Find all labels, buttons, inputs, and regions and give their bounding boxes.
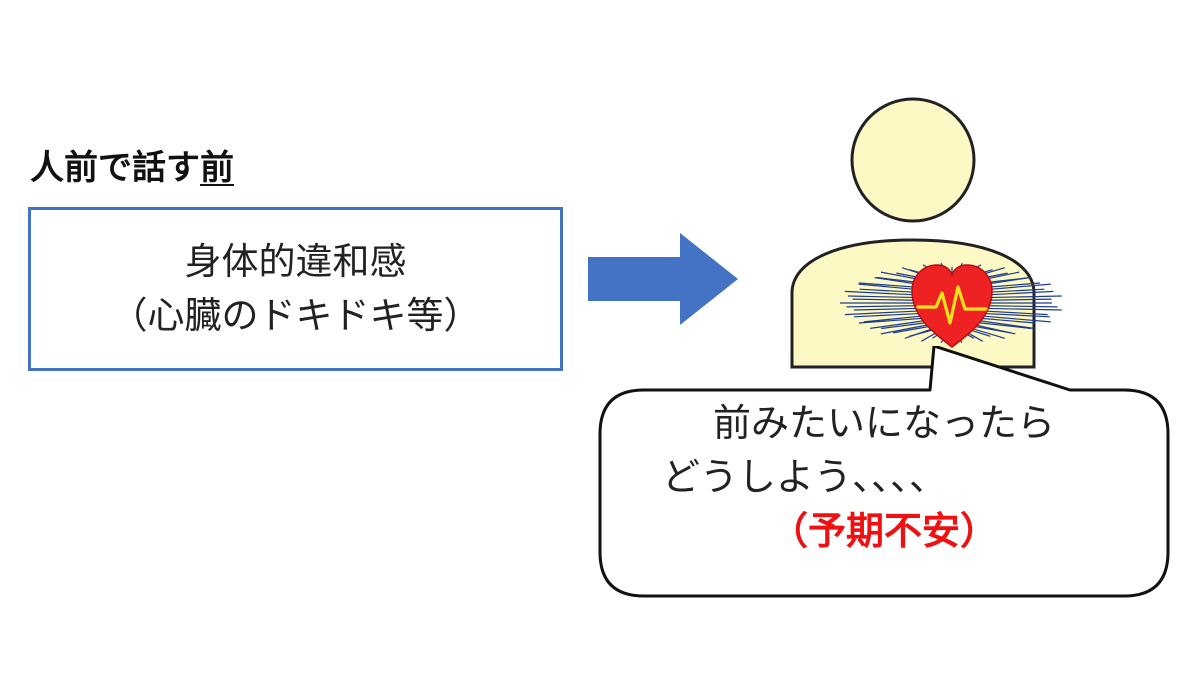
burst-line bbox=[844, 310, 924, 316]
burst-line bbox=[870, 319, 929, 329]
burst-line bbox=[844, 290, 924, 296]
symptom-box-line-2: （心臓のドキドキ等） bbox=[110, 294, 481, 337]
burst-line bbox=[847, 295, 923, 299]
burst-line bbox=[863, 315, 926, 323]
person-head bbox=[850, 97, 976, 223]
bubble-accent-line: （予期不安） bbox=[769, 509, 998, 553]
heartbeat-line bbox=[916, 285, 988, 325]
burst-line bbox=[854, 312, 925, 318]
burst-line bbox=[880, 323, 934, 335]
burst-line bbox=[976, 317, 1036, 324]
burst-line bbox=[978, 315, 1051, 323]
speech-bubble-text: 前みたいになったら どうしよう、、、、 （予期不安） bbox=[600, 396, 1168, 558]
burst-line bbox=[846, 305, 923, 308]
speech-bubble-outline bbox=[598, 346, 1170, 598]
burst-line bbox=[858, 317, 928, 324]
burst-line bbox=[981, 298, 1052, 301]
burst-line bbox=[979, 312, 1050, 318]
bubble-line-1: 前みたいになったら bbox=[712, 401, 1055, 445]
burst-line bbox=[853, 307, 923, 311]
symptom-box-line-1: 身体的違和感 bbox=[184, 240, 407, 283]
symptom-box: 身体的違和感 （心臓のドキドキ等） bbox=[28, 207, 563, 371]
burst-line bbox=[980, 310, 1048, 316]
burst-line bbox=[981, 307, 1062, 311]
burst-line bbox=[852, 298, 923, 301]
burst-line bbox=[980, 290, 1054, 296]
right-arrow-icon bbox=[588, 233, 738, 325]
burst-line bbox=[981, 295, 1062, 299]
burst-line bbox=[881, 321, 931, 330]
heading-text: 人前で話す bbox=[30, 148, 200, 188]
speech-bubble bbox=[598, 346, 1170, 598]
heart-icon bbox=[911, 264, 993, 348]
burst-line bbox=[981, 305, 1058, 308]
burst-line bbox=[975, 319, 1034, 329]
heading-underlined-text: 前 bbox=[200, 148, 234, 188]
person-icon bbox=[790, 97, 1062, 369]
burst-line bbox=[973, 321, 1032, 330]
arrow-shape bbox=[588, 233, 738, 325]
page-heading: 人前で話す前 bbox=[30, 146, 234, 190]
bubble-line-2: どうしよう、、、、 bbox=[662, 455, 948, 499]
